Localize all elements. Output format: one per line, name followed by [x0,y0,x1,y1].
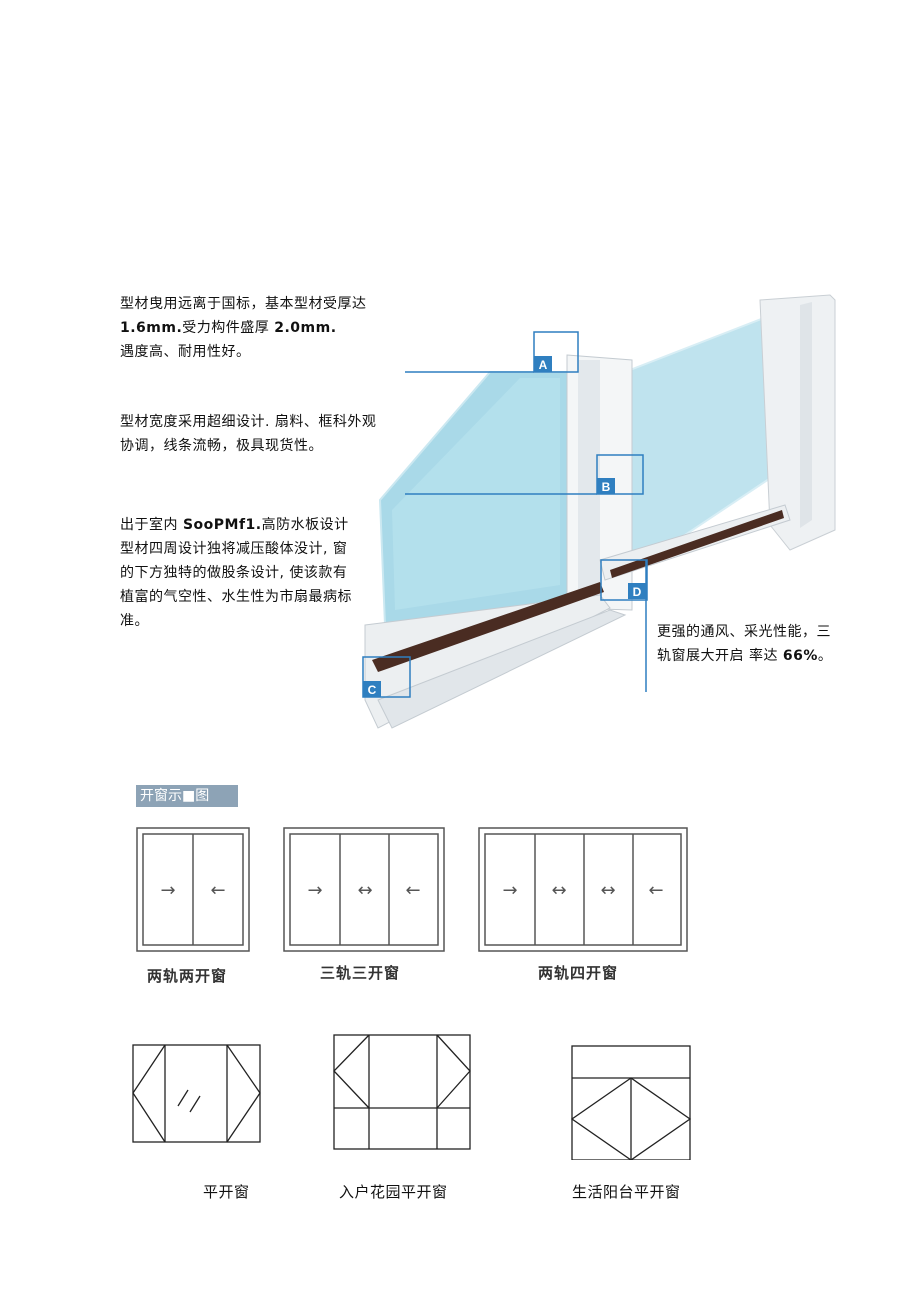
svg-text:B: B [602,480,611,494]
legend-title: 开窗示■图 [136,785,238,807]
caption-casement-window: 平开窗 [203,1183,250,1201]
arrow-left-icon: ← [405,880,420,901]
arrow-both-icon: ↔ [600,880,615,901]
caption-two-track-two-panel: 两轨两开窗 [147,967,228,985]
svg-text:D: D [633,585,642,599]
arrow-left-icon: ← [210,880,225,901]
arrow-right-icon: → [160,880,175,901]
sliding-window-diagrams: → ← → ↔ ← → ↔ ↔ ← [136,827,688,952]
caption-balcony-casement-window: 生活阳台平开窗 [572,1183,681,1201]
note-a: 型材曳用远离于国标，基本型材受厚达 1.6mm.受力构件盛厚 2.0mm. 遇度… [120,292,410,364]
window-section-illustration: A B C D [362,294,836,729]
svg-text:C: C [368,683,377,697]
note-c-line1: 出于室内 SooPMf1.高防水板设计 [120,517,349,533]
note-a-line1: 型材曳用远离于国标，基本型材受厚达 [120,296,367,312]
marker-a: A [534,356,552,372]
arrow-both-icon: ↔ [551,880,566,901]
note-b-line2: 协调，线条流畅，极具现货性。 [120,438,323,454]
caption-three-track-three-panel: 三轨三开窗 [320,964,401,982]
marker-b: B [597,478,615,494]
caption-garden-casement-window: 入户花园平开窗 [339,1183,448,1201]
marker-c: C [363,681,381,697]
note-b: 型材宽度采用超细设计. 扇料、框科外观 协调，线条流畅，极具现货性。 [120,410,420,458]
marker-d: D [628,583,646,599]
note-d-line1: 更强的通风、采光性能，三 [657,624,831,640]
caption-two-track-four-panel: 两轨四开窗 [538,964,619,982]
note-d: 更强的通风、采光性能，三 轨窗展大开启 率达 66%。 [657,620,857,668]
note-c: 出于室内 SooPMf1.高防水板设计 型材四周设计独将减压酸体没计, 窗 的下… [120,513,380,633]
note-b-line1: 型材宽度采用超细设计. 扇料、框科外观 [120,414,377,430]
note-d-line2: 轨窗展大开启 率达 66%。 [657,648,833,664]
arrow-left-icon: ← [648,880,663,901]
note-c-line5: 准。 [120,613,149,629]
arrow-both-icon: ↔ [357,880,372,901]
note-a-line3: 遇度高、耐用性好。 [120,344,251,360]
note-c-line3: 的下方独特的做股条设计, 使该款有 [120,565,348,581]
note-c-line2: 型材四周设计独将减压酸体没计, 窗 [120,541,348,557]
note-c-line4: 植富的气空性、水生性为市扇最病标 [120,589,352,605]
arrow-right-icon: → [307,880,322,901]
arrow-right-icon: → [502,880,517,901]
svg-text:A: A [539,358,548,372]
note-a-line2: 1.6mm.受力构件盛厚 2.0mm. [120,320,337,336]
casement-window-diagrams [132,1034,692,1160]
